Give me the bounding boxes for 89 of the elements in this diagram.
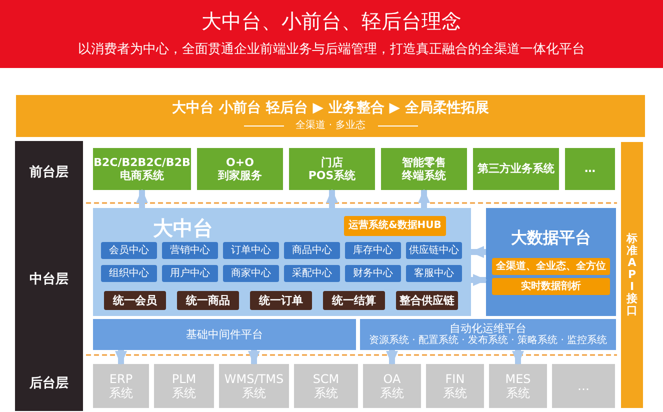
- system-name: B2C/B2B2C/B2B 电商系统: [94, 156, 190, 182]
- unified-function-box: [104, 291, 166, 310]
- service-center-box: [223, 265, 279, 282]
- unified-function-box: [323, 291, 385, 310]
- tag-text: 运营系统&数据HUB: [348, 220, 442, 232]
- tag-text: 全渠道、全业态、全方位: [496, 260, 606, 272]
- center-name: 供应链中心: [409, 244, 459, 256]
- center-name: 商家中心: [231, 268, 271, 280]
- system-name: …: [578, 378, 590, 394]
- center-name: 用户中心: [170, 268, 210, 280]
- service-center-box: [223, 242, 279, 259]
- arrow: [136, 189, 148, 208]
- function-name: 统一商品: [186, 294, 230, 308]
- center-name: 采配中心: [292, 268, 332, 280]
- center-name: 订单中心: [231, 244, 271, 256]
- center-name: 库存中心: [353, 244, 393, 256]
- service-center-box: [284, 242, 340, 259]
- back-system-box: [489, 364, 547, 408]
- arrow: [326, 189, 338, 208]
- panel-title: 大中台: [153, 216, 213, 240]
- service-center-box: [345, 242, 401, 259]
- arrow: [248, 350, 260, 365]
- function-name: 统一结算: [332, 294, 376, 308]
- big-data-panel: [486, 208, 616, 316]
- header-subtext: 全渠道 · 多业态: [296, 120, 366, 132]
- arrow: [418, 189, 430, 208]
- feature-tag: [344, 216, 446, 236]
- unified-function-box: [177, 291, 239, 310]
- layer-name: 中台层: [30, 272, 68, 288]
- function-name: 统一会员: [113, 294, 157, 308]
- back-system-box: [154, 364, 214, 408]
- service-center-box: [101, 265, 157, 282]
- subtitle-text: 以消费者为中心，全面贯通企业前端业务与后端管理，打造真正融合的全渠道一体化平台: [77, 41, 586, 58]
- back-system-box: [294, 364, 358, 408]
- back-system-box: [93, 364, 149, 408]
- middle-platform-panel: [93, 208, 471, 316]
- function-name: 统一订单: [259, 294, 303, 308]
- system-name: …: [584, 162, 596, 176]
- feature-tag: [492, 258, 610, 275]
- system-name: 第三方业务系统: [478, 162, 554, 176]
- api-text: 标准API接口: [626, 232, 638, 318]
- feature-tag: [492, 278, 610, 295]
- front-system-box: [565, 148, 615, 190]
- banner-bar: [16, 95, 645, 137]
- service-center-box: [345, 265, 401, 282]
- api-bar: [621, 142, 643, 408]
- tag-text: 实时数据剖析: [521, 280, 581, 292]
- arrow: [512, 350, 524, 365]
- arrow: [386, 350, 398, 365]
- platform-name: 基础中间件平台: [186, 328, 263, 342]
- front-system-box: [93, 148, 191, 190]
- unified-function-box: [250, 291, 312, 310]
- unified-function-box: [396, 291, 458, 310]
- center-name: 营销中心: [170, 244, 210, 256]
- front-system-box: [289, 148, 375, 190]
- system-name: 门店 POS系统: [308, 156, 356, 182]
- center-name: 财务中心: [353, 268, 393, 280]
- front-system-box: [473, 148, 559, 190]
- service-center-box: [162, 265, 218, 282]
- service-center-box: [284, 265, 340, 282]
- center-name: 会员中心: [109, 244, 149, 256]
- service-center-box: [101, 242, 157, 259]
- center-name: 组织中心: [109, 268, 149, 280]
- header-text: 大中台 小前台 轻后台 ▶ 业务整合 ▶ 全局柔性拓展: [172, 100, 489, 117]
- front-system-box: [197, 148, 283, 190]
- arrow: [470, 246, 486, 258]
- platform-bar: [93, 319, 356, 350]
- service-center-box: [162, 242, 218, 259]
- system-name: O+O 到家服务: [218, 156, 262, 182]
- diagram-title: 大中台、小前台、轻后台理念: [200, 8, 462, 35]
- layer-name: 后台层: [30, 376, 68, 392]
- function-name: 整合供应链: [400, 294, 454, 308]
- back-system-box: [426, 364, 484, 408]
- platform-bar: [360, 319, 616, 350]
- center-name: 商品中心: [292, 244, 332, 256]
- system-name: 智能零售终端系统: [402, 156, 446, 182]
- platform-name: 自动化运维平台: [450, 322, 526, 335]
- back-system-box: [552, 364, 615, 408]
- layer-name: 前台层: [30, 165, 68, 181]
- arrow: [115, 350, 127, 365]
- center-name: 客服中心: [414, 268, 454, 280]
- service-center-box: [406, 265, 462, 282]
- front-system-box: [381, 148, 467, 190]
- panel-title: 大数据平台: [511, 228, 591, 248]
- arrow: [471, 274, 487, 286]
- platform-detail: 资源系统 · 配置系统 · 发布系统 · 策略系统 · 监控系统: [368, 335, 608, 348]
- service-center-box: [406, 242, 462, 259]
- back-system-box: [363, 364, 421, 408]
- back-system-box: [219, 364, 289, 408]
